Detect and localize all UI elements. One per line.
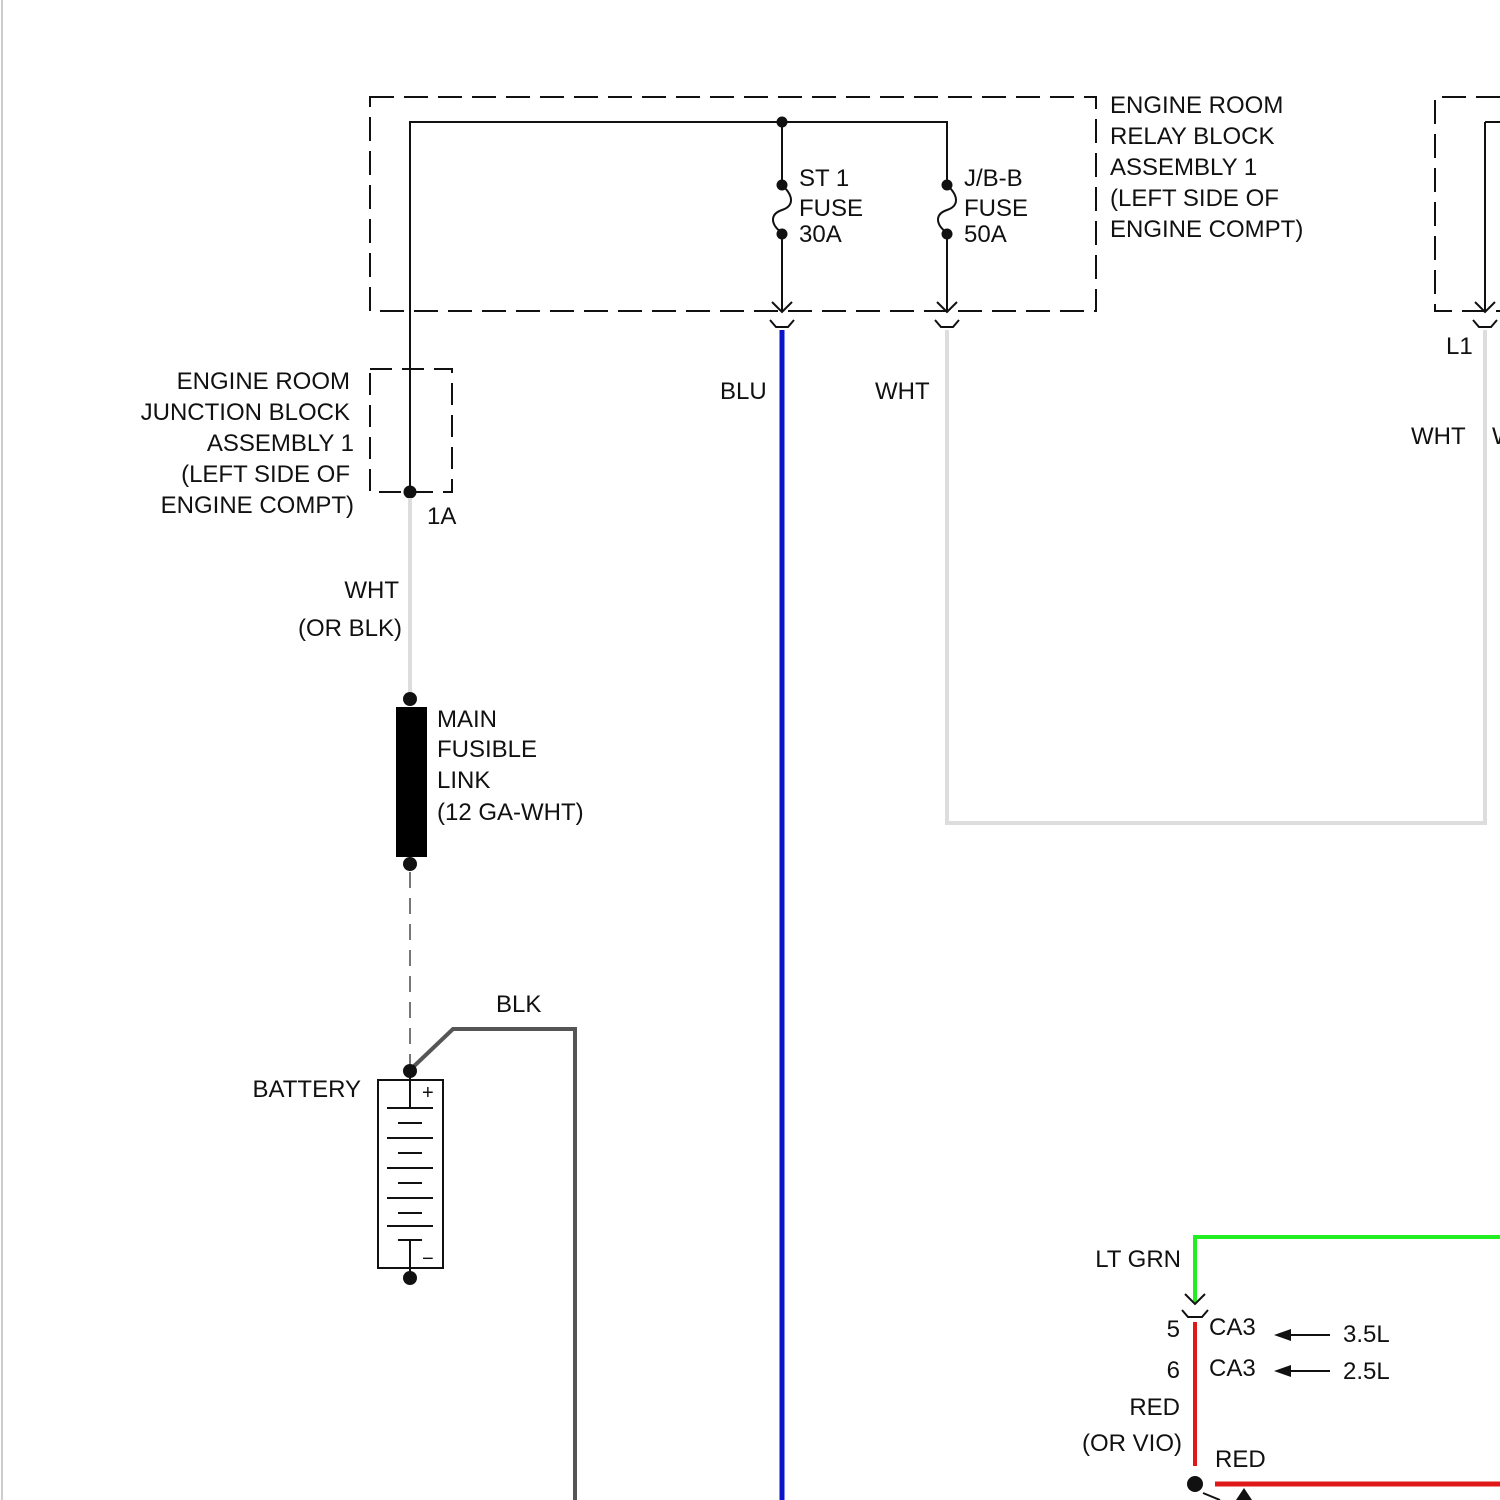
relay-block-label-line: ASSEMBLY 1 — [1110, 154, 1257, 181]
st1-fuse-label-line: FUSE — [799, 195, 863, 222]
jbb-fuse — [935, 180, 959, 328]
connector-cup — [1473, 320, 1497, 327]
relay-bus-wire — [410, 122, 947, 492]
wire-label-blu: BLU — [720, 378, 767, 405]
fusible-link-terminal-dot — [403, 692, 417, 706]
wire-wht-mid — [947, 330, 1485, 823]
fuse-element — [938, 185, 956, 233]
wire-label-or-vio: (OR VIO) — [1082, 1430, 1182, 1457]
ca3-variant-label: 2.5L — [1343, 1358, 1390, 1385]
junction-pin-dot — [404, 486, 417, 499]
relay-block-label-line: ENGINE COMPT) — [1110, 216, 1303, 243]
fuse-element — [773, 185, 791, 233]
variant-arrow-head — [1274, 1329, 1291, 1341]
wire-label-wht-left: WHT — [344, 577, 399, 604]
jbb-fuse-label-line: FUSE — [964, 195, 1028, 222]
fusible-link-terminal-dot — [403, 857, 417, 871]
variant-arrow-head — [1274, 1365, 1291, 1377]
junction-pin-label: 1A — [427, 503, 456, 530]
fusible-link-label-line: FUSIBLE — [437, 736, 537, 763]
battery-minus-sign: − — [422, 1248, 434, 1270]
junction-block-label-line: ENGINE ROOM — [177, 368, 350, 395]
fusible-link-label-line: LINK — [437, 767, 490, 794]
wire-label-lt-grn: LT GRN — [1095, 1246, 1181, 1273]
ca3-connector-name: CA3 — [1209, 1314, 1256, 1341]
relay-block-label-line: RELAY BLOCK — [1110, 123, 1275, 150]
connector-cup — [1182, 1310, 1208, 1317]
wire-label-or-blk: (OR BLK) — [298, 615, 402, 642]
junction-block-label-line: JUNCTION BLOCK — [141, 399, 350, 426]
fusible-link-body — [396, 707, 427, 857]
wire-lt-grn — [1195, 1237, 1500, 1302]
jbb-fuse-label-line: J/B-B — [964, 165, 1023, 192]
relay-block-label-line: (LEFT SIDE OF — [1110, 185, 1279, 212]
connector-cup — [770, 320, 794, 327]
fusible-link-label-line: (12 GA-WHT) — [437, 799, 584, 826]
wire-label-wht-right: WHT — [1411, 423, 1466, 450]
jbb-fuse-label-line: 50A — [964, 221, 1007, 248]
component-arrow-head — [1236, 1488, 1252, 1500]
splice-dot — [1187, 1476, 1203, 1492]
wire-label-wht-right-cut: W — [1492, 423, 1500, 450]
right-connector-pin: L1 — [1446, 333, 1473, 360]
connector-cup — [935, 320, 959, 327]
splice-lead — [1203, 1493, 1220, 1500]
wire-label-red-bottom: RED — [1215, 1446, 1266, 1473]
junction-block-label: ENGINE ROOM JUNCTION BLOCK ASSEMBLY 1 (L… — [141, 368, 354, 519]
st1-fuse-label-line: ST 1 — [799, 165, 849, 192]
junction-block-label-line: (LEFT SIDE OF — [181, 461, 350, 488]
st1-fuse-label-line: 30A — [799, 221, 842, 248]
battery-negative-terminal — [403, 1271, 417, 1285]
right-block-outline — [1435, 97, 1500, 311]
wire-label-red: RED — [1129, 1394, 1180, 1421]
wire-label-wht-mid: WHT — [875, 378, 930, 405]
battery-label: BATTERY — [253, 1076, 361, 1103]
ca3-variant-label: 3.5L — [1343, 1321, 1390, 1348]
junction-block-label-line: ASSEMBLY 1 — [207, 430, 354, 457]
battery-plus-sign: + — [422, 1082, 434, 1104]
relay-block-label: ENGINE ROOM RELAY BLOCK ASSEMBLY 1 (LEFT… — [1110, 92, 1303, 243]
junction-block-label-line: ENGINE COMPT) — [161, 492, 354, 519]
ca3-pin-number: 6 — [1167, 1357, 1180, 1384]
ca3-pin-number: 5 — [1167, 1316, 1180, 1343]
bus-junction-dot — [777, 117, 788, 128]
relay-block-label-line: ENGINE ROOM — [1110, 92, 1283, 119]
battery-plates — [387, 1108, 433, 1240]
fusible-link-label-line: MAIN — [437, 706, 497, 733]
st1-fuse — [770, 180, 794, 328]
wire-blk — [410, 1029, 575, 1500]
ca3-connector-name: CA3 — [1209, 1355, 1256, 1382]
wire-label-blk: BLK — [496, 991, 541, 1018]
